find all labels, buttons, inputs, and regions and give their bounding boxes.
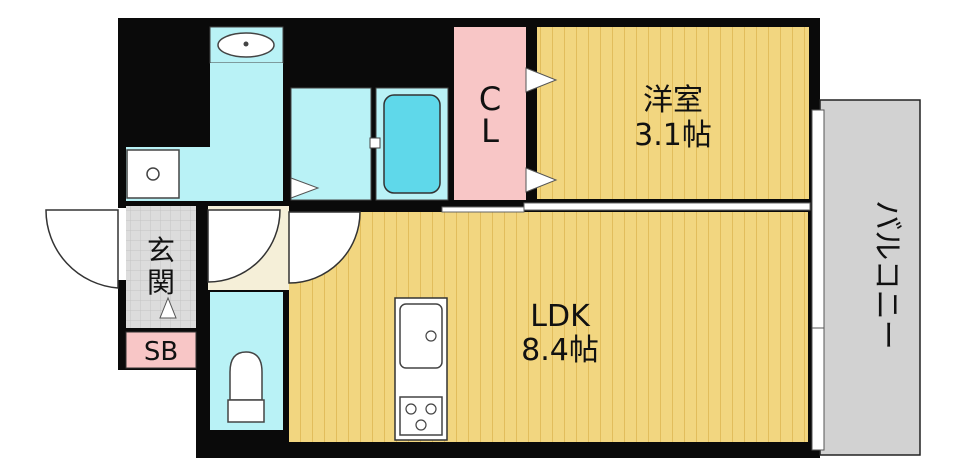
washing-machine-icon bbox=[126, 149, 180, 199]
toilet-icon bbox=[229, 351, 263, 401]
kitchen bbox=[394, 297, 448, 441]
closet-label-line2: L bbox=[481, 112, 499, 150]
ldk-room-size: 8.4帖 bbox=[521, 333, 599, 368]
ldk-door-swing-icon bbox=[288, 211, 361, 284]
ldk-room bbox=[289, 206, 808, 442]
kitchen-sink-icon bbox=[399, 303, 443, 369]
entrance-door-swing-icon bbox=[45, 209, 119, 289]
bathtub-icon bbox=[383, 94, 441, 194]
western-room bbox=[523, 27, 811, 211]
balcony-area bbox=[811, 99, 921, 456]
toilet-room bbox=[210, 292, 283, 430]
hallway bbox=[207, 206, 361, 290]
room-labels: 洋室 3.1帖 C L LDK 8.4帖 バルコニー 玄 関 SB bbox=[144, 80, 904, 368]
hall-door-swing-icon bbox=[207, 209, 281, 283]
wash-room bbox=[126, 26, 449, 201]
stove-icon bbox=[399, 396, 443, 436]
western-room-name: 洋室 bbox=[643, 83, 703, 118]
entrance-label-2: 関 bbox=[147, 266, 175, 299]
closet bbox=[454, 27, 558, 200]
shoebox-label: SB bbox=[144, 337, 178, 367]
balcony-label: バルコニー bbox=[869, 200, 904, 349]
ldk-room-name: LDK bbox=[530, 299, 591, 334]
western-room-size: 3.1帖 bbox=[634, 118, 712, 153]
entrance bbox=[45, 206, 197, 369]
closet-label-line1: C bbox=[479, 80, 501, 118]
entrance-label-1: 玄 bbox=[147, 234, 175, 267]
